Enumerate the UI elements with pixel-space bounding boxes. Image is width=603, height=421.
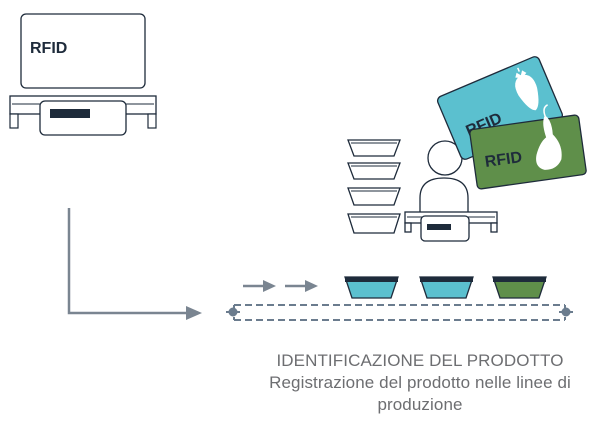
conveyor-roller <box>228 307 238 317</box>
tray-stack <box>347 139 401 234</box>
product-tray-green <box>492 276 547 299</box>
terminal-scanner-slot <box>50 109 90 118</box>
rfid-card-pear: RFID <box>469 104 587 190</box>
operator-scanner-slot <box>427 224 451 230</box>
stacked-tray <box>347 139 401 157</box>
product-tray-blue <box>344 276 399 299</box>
terminal-scanner-base <box>9 95 157 136</box>
terminal-screen <box>20 13 146 89</box>
product-tray-blue <box>419 276 474 299</box>
operator-scanner <box>404 211 498 242</box>
rfid-card-label: RFID <box>484 149 523 171</box>
terminal-screen-label: RFID <box>30 40 67 57</box>
stacked-tray <box>347 213 401 234</box>
flow-arrow <box>67 208 202 320</box>
stacked-tray <box>347 187 401 206</box>
caption-title: IDENTIFICAZIONE DEL PRODOTTO <box>276 351 564 370</box>
movement-arrows <box>243 280 318 292</box>
arrow-right-icon <box>285 280 318 292</box>
arrow-right-icon <box>243 280 276 292</box>
rfid-terminal: RFID <box>9 13 157 136</box>
pear-icon <box>536 104 562 170</box>
stacked-tray <box>347 162 401 180</box>
conveyor-belt <box>226 304 573 321</box>
strawberry-icon <box>515 67 539 111</box>
caption-subtitle-line1: Registrazione del prodotto nelle linee d… <box>269 373 571 392</box>
arrow-head-icon <box>186 306 202 320</box>
caption-subtitle-line2: produzione <box>377 395 463 414</box>
operator-person-icon <box>419 140 469 216</box>
conveyor-roller <box>561 307 571 317</box>
